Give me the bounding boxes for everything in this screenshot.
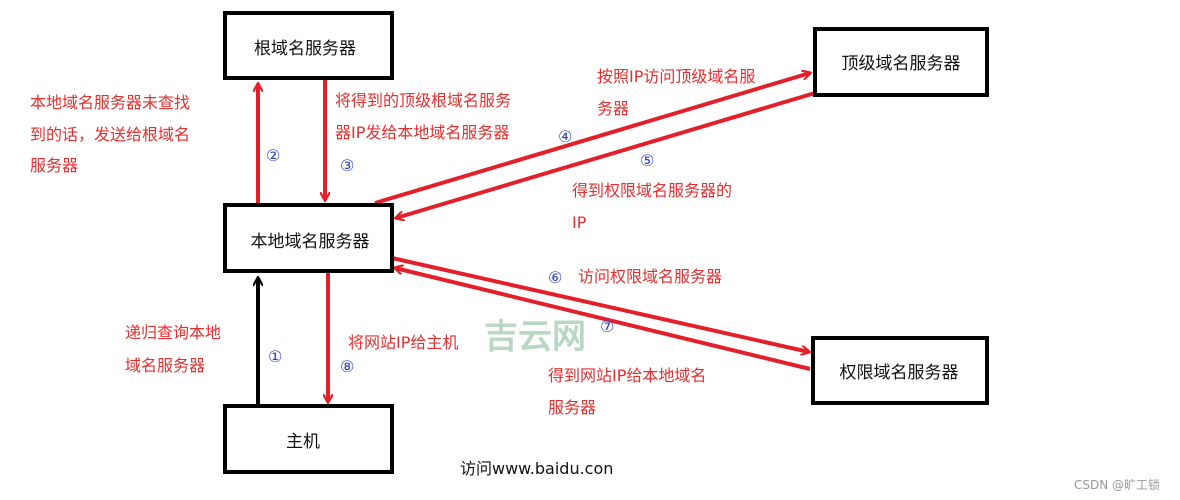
step-2-text: 服务器	[30, 156, 78, 175]
step-6-text: 访问权限域名服务器	[578, 267, 722, 286]
step-3-text: 器IP发给本地域名服务器	[335, 123, 509, 142]
caption: 访问www.baidu.con	[460, 459, 613, 478]
arrow-step-5	[396, 91, 816, 218]
node-label: 根域名服务器	[254, 39, 356, 59]
step-5-text: 得到权限域名服务器的	[572, 181, 732, 200]
node-authoritative-server: 权限域名服务器	[811, 336, 989, 405]
step-1-text: 递归查询本地	[125, 323, 221, 342]
node-tld-server: 顶级域名服务器	[813, 27, 989, 97]
step-2-text: 到的话，发送给根域名	[30, 125, 190, 144]
node-label: 主机	[286, 432, 320, 452]
step-7-text: 得到网站IP给本地域名	[548, 366, 706, 385]
step-1-text: 域名服务器	[125, 356, 205, 375]
step-8-text: 将网站IP给主机	[348, 333, 458, 352]
step-5-text: IP	[572, 213, 587, 232]
node-host: 主机	[223, 404, 394, 474]
step-3-number: ③	[340, 156, 354, 175]
step-7-text: 服务器	[548, 398, 596, 417]
arrow-step-6	[391, 256, 809, 352]
step-6-number: ⑥	[548, 268, 562, 287]
step-1-number: ①	[268, 347, 282, 366]
step-2-text: 本地域名服务器未查找	[30, 93, 190, 112]
node-label: 本地域名服务器	[251, 232, 370, 252]
step-2-number: ②	[266, 146, 280, 165]
watermark: 吉云网	[484, 317, 586, 357]
credit: CSDN @旷工锁	[1074, 477, 1160, 492]
node-label: 权限域名服务器	[840, 363, 959, 383]
step-4-text: 务器	[597, 99, 629, 118]
node-local-server: 本地域名服务器	[223, 203, 394, 273]
step-4-number: ④	[558, 127, 572, 146]
step-4-text: 按照IP访问顶级域名服	[597, 67, 755, 86]
step-8-number: ⑧	[340, 357, 354, 376]
node-root-server: 根域名服务器	[223, 11, 394, 80]
node-label: 顶级域名服务器	[842, 54, 961, 74]
step-7-number: ⑦	[600, 317, 614, 336]
arrow-step-7	[395, 268, 811, 371]
step-3-text: 将得到的顶级根域名服务	[335, 91, 511, 110]
step-5-number: ⑤	[640, 151, 654, 170]
arrow-step-4	[374, 73, 810, 205]
